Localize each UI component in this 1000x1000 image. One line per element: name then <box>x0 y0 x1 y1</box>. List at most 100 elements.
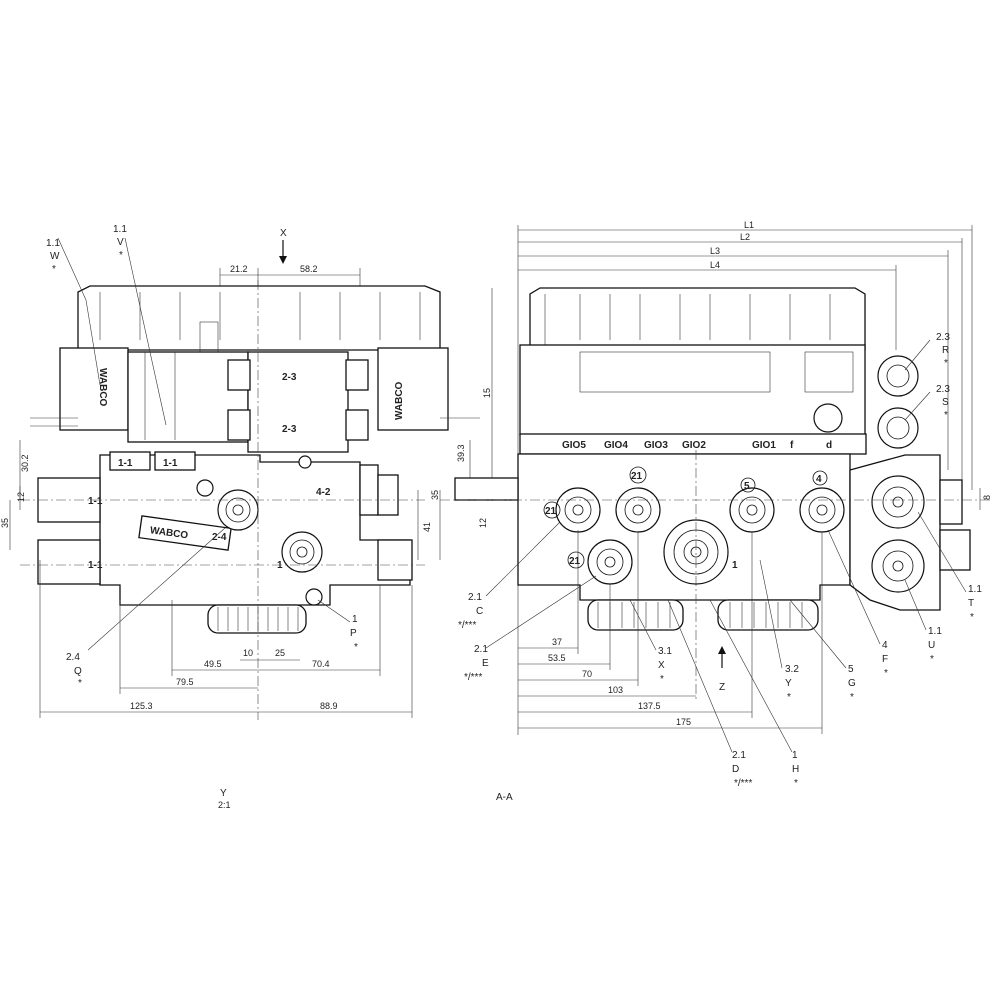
port-housing-1-1-lower <box>37 539 101 585</box>
stack-port-right-a <box>345 359 369 391</box>
wabco-plate <box>138 515 232 551</box>
section-caption-a-a: A-A <box>496 792 513 803</box>
port-5 <box>729 487 775 533</box>
valve-body <box>99 454 411 606</box>
dim-70: 70 <box>582 669 592 679</box>
port-side-4-2 <box>359 464 379 516</box>
svg-text:D: D <box>732 764 739 775</box>
circle-label-4: 4 <box>816 474 822 485</box>
svg-text:4: 4 <box>882 640 888 651</box>
fitting-ring <box>564 496 592 524</box>
svg-text:*: * <box>850 692 854 703</box>
svg-text:*: * <box>944 358 948 369</box>
valve-stack <box>247 351 349 453</box>
fitting-stub <box>939 529 971 571</box>
port-4-2: 4-2 <box>316 487 331 498</box>
dim-137-5: 137.5 <box>638 701 661 711</box>
svg-text:3.1: 3.1 <box>658 646 672 657</box>
svg-text:*: * <box>884 668 888 679</box>
small-plug <box>305 588 323 606</box>
right-fitting-lower <box>377 539 413 581</box>
svg-text:1.1: 1.1 <box>113 224 127 235</box>
callout-q: 2.4 Q * <box>66 527 226 689</box>
circle-label-21-c: 21 <box>569 556 581 567</box>
fitting-core <box>816 504 828 516</box>
svg-text:*: * <box>78 678 82 689</box>
connector-ribs-right <box>544 294 831 345</box>
circle-label-5: 5 <box>744 481 750 492</box>
dim-L3: L3 <box>710 246 720 256</box>
fitting-ring <box>882 486 914 518</box>
svg-text:Y: Y <box>785 678 792 689</box>
dim-12-left: 12 <box>16 492 26 502</box>
svg-text:E: E <box>482 658 489 669</box>
label-circle <box>812 470 828 486</box>
dim-79-5: 79.5 <box>176 677 194 687</box>
z-mark: Z <box>719 682 725 693</box>
fitting-ring <box>808 496 836 524</box>
brand-wabco-right: WABCO <box>394 381 405 420</box>
port-2-3-upper: 2-3 <box>282 372 297 383</box>
svg-text:*/***: */*** <box>734 778 752 789</box>
fitting-ring <box>886 416 910 440</box>
fitting-core <box>604 556 616 568</box>
fitting-core <box>632 504 644 516</box>
svg-text:*: * <box>119 250 123 261</box>
connector-gio3: GIO3 <box>644 440 668 451</box>
callout-h: 1 H * <box>709 599 799 789</box>
callout-f: 4 F * <box>827 529 888 679</box>
view-caption-y: Y <box>220 788 227 799</box>
port-2-4-fitting <box>217 489 259 531</box>
fitting-ring <box>289 539 315 565</box>
stack-port-right-b <box>345 409 369 441</box>
callout-g: 5 G * <box>789 599 856 703</box>
svg-text:U: U <box>928 640 935 651</box>
connector-gio1: GIO1 <box>752 440 776 451</box>
fitting-core <box>892 496 904 508</box>
svg-text:*/***: */*** <box>458 620 476 631</box>
dim-L2: L2 <box>740 232 750 242</box>
circle-label-21-a: 21 <box>545 506 557 517</box>
dim-L4: L4 <box>710 260 720 270</box>
dim-8: 8 <box>982 495 992 500</box>
dim-35-right: 35 <box>430 490 440 500</box>
svg-text:T: T <box>968 598 974 609</box>
fitting-core <box>296 546 308 558</box>
callout-t: 1.1 T * <box>917 511 982 623</box>
svg-text:*/***: */*** <box>464 672 482 683</box>
callout-c: 2.1 C */*** <box>458 521 561 631</box>
circle-label-21-b: 21 <box>631 471 643 482</box>
svg-text:*: * <box>660 674 664 685</box>
label-circle <box>629 466 647 484</box>
dim-37: 37 <box>552 637 562 647</box>
connector-plug <box>813 403 843 433</box>
fitting-ring <box>882 550 914 582</box>
small-plug <box>298 455 312 469</box>
svg-text:2.3: 2.3 <box>936 332 950 343</box>
dim-15: 15 <box>482 388 492 398</box>
dim-35-left: 35 <box>0 518 10 528</box>
svg-text:*: * <box>52 264 56 275</box>
fitting-stub <box>939 479 963 525</box>
fitting-core <box>232 504 244 516</box>
dim-70-4: 70.4 <box>312 659 330 669</box>
svg-text:1.1: 1.1 <box>46 238 60 249</box>
wabco-block-left <box>59 347 129 431</box>
svg-text:1.1: 1.1 <box>928 626 942 637</box>
port-2-3-lower: 2-3 <box>282 424 297 435</box>
fitting-ring <box>624 496 652 524</box>
svg-text:1.1: 1.1 <box>968 584 982 595</box>
port-2-1-top <box>615 487 661 533</box>
svg-text:S: S <box>942 397 949 408</box>
svg-text:3.2: 3.2 <box>785 664 799 675</box>
dim-12-right: 12 <box>478 518 488 528</box>
port-1-1-t <box>871 475 925 529</box>
svg-text:P: P <box>350 628 357 639</box>
ribbed-base-left <box>587 599 684 631</box>
dim-L1: L1 <box>744 220 754 230</box>
connector-housing-top <box>77 285 441 351</box>
port-2-4: 2-4 <box>212 532 227 543</box>
dim-30-2: 30.2 <box>20 454 30 472</box>
ribbed-base-right <box>717 599 819 631</box>
connector-ribs <box>99 292 421 359</box>
